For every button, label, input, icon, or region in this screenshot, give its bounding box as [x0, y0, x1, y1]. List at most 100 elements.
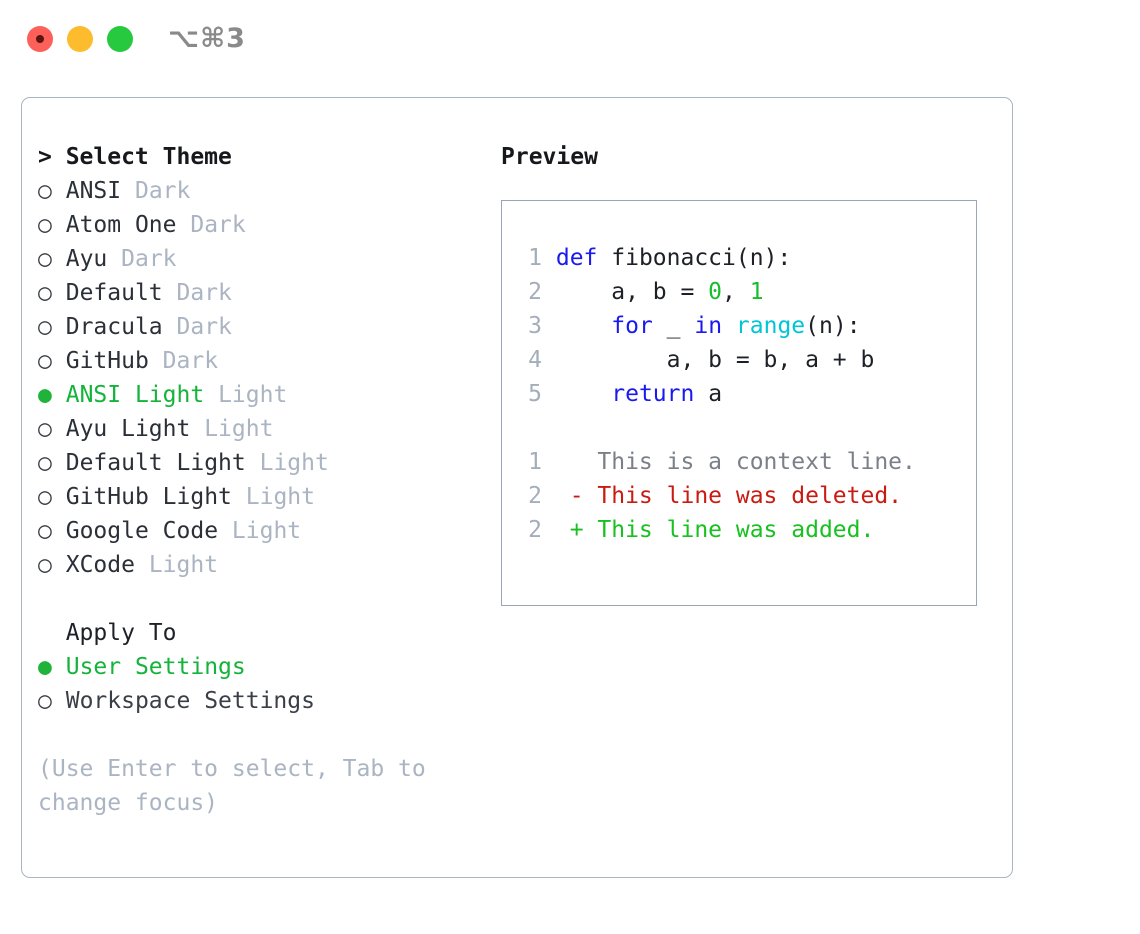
apply-to-option[interactable]: ○ Workspace Settings [38, 684, 478, 718]
apply-to-option-label: User Settings [65, 654, 246, 680]
theme-item[interactable]: ○ ANSI Dark [38, 174, 478, 208]
theme-item-badge: Light [204, 416, 274, 442]
apply-to-option[interactable]: ● User Settings [38, 650, 478, 684]
radio-unselected-icon: ○ [38, 518, 52, 544]
diff-line: 2 - This line was deleted. [502, 479, 976, 513]
line-number: 3 [528, 313, 542, 339]
apply-to-options[interactable]: ● User Settings○ Workspace Settings [38, 650, 478, 718]
code-token: in [694, 313, 723, 339]
radio-unselected-icon: ○ [38, 552, 52, 578]
radio-unselected-icon: ○ [38, 246, 52, 272]
code-token: fibonacci(n): [597, 245, 792, 271]
apply-to-option-label: Workspace Settings [65, 688, 315, 714]
maximize-button[interactable] [107, 26, 133, 52]
theme-item-badge: Dark [121, 246, 177, 272]
theme-item-badge: Light [148, 552, 219, 578]
radio-unselected-icon: ○ [38, 688, 52, 714]
line-number: 2 [528, 517, 542, 543]
theme-item-badge: Dark [176, 280, 232, 306]
theme-item[interactable]: ○ Dracula Dark [38, 310, 478, 344]
diff-line: 1 This is a context line. [502, 445, 976, 479]
preview-heading: Preview [501, 144, 598, 170]
code-token: 1 [749, 279, 764, 305]
preview-column: Preview 1 def fibonacci(n):2 a, b = 0, 1… [501, 140, 1001, 606]
minimize-button[interactable] [67, 26, 93, 52]
line-number: 2 [528, 279, 542, 305]
theme-item-name: Ayu Light [65, 416, 191, 442]
theme-list[interactable]: ○ ANSI Dark○ Atom One Dark○ Ayu Dark○ De… [38, 174, 478, 582]
theme-item-name: XCode [65, 552, 135, 578]
theme-item[interactable]: ○ XCode Light [38, 548, 478, 582]
code-token: a [694, 381, 723, 407]
preview-spacer [502, 411, 976, 445]
code-line: 5 return a [502, 377, 976, 411]
code-token [722, 313, 736, 339]
title-bar: ⌥⌘3 [0, 0, 1140, 78]
select-theme-heading: > Select Theme [38, 144, 232, 170]
radio-unselected-icon: ○ [38, 484, 52, 510]
diff-sample: 1 This is a context line.2 - This line w… [502, 445, 976, 547]
keyboard-shortcut-label: ⌥⌘3 [168, 23, 246, 54]
code-line: 4 a, b = b, a + b [502, 343, 976, 377]
code-token: (n): [805, 313, 861, 339]
radio-unselected-icon: ○ [38, 416, 52, 442]
theme-item-name: ANSI Light [65, 382, 205, 408]
code-token [542, 381, 611, 407]
theme-selector-column: > Select Theme ○ ANSI Dark○ Atom One Dar… [38, 140, 478, 820]
theme-item-name: Dracula [65, 314, 163, 340]
close-button[interactable] [27, 26, 53, 52]
code-token [542, 245, 556, 271]
code-token: def [555, 245, 598, 271]
theme-item[interactable]: ○ Default Light Light [38, 446, 478, 480]
line-number: 2 [528, 483, 542, 509]
code-line: 1 def fibonacci(n): [502, 241, 976, 275]
theme-item[interactable]: ○ Atom One Dark [38, 208, 478, 242]
theme-item[interactable]: ○ GitHub Dark [38, 344, 478, 378]
code-token: a, b = [542, 279, 709, 305]
code-token: 0 [708, 279, 723, 305]
theme-item[interactable]: ○ Default Dark [38, 276, 478, 310]
code-token: return [611, 381, 695, 407]
theme-item-badge: Light [259, 450, 329, 476]
theme-item-name: Ayu [65, 246, 108, 272]
theme-item[interactable]: ○ Ayu Light Light [38, 412, 478, 446]
code-token: for [611, 313, 653, 339]
theme-item-badge: Dark [190, 212, 246, 238]
diff-line-text: This is a context line. [542, 449, 916, 475]
diff-line-text: + This line was added. [542, 517, 875, 543]
theme-item[interactable]: ○ Ayu Dark [38, 242, 478, 276]
window-controls [27, 26, 133, 52]
theme-item-name: GitHub Light [65, 484, 232, 510]
diff-line: 2 + This line was added. [502, 513, 976, 547]
theme-item-name: ANSI [65, 178, 122, 204]
code-token: a, b = b, a + b [542, 347, 875, 373]
code-token: , [722, 279, 750, 305]
radio-unselected-icon: ○ [38, 348, 52, 374]
line-number: 4 [528, 347, 542, 373]
radio-unselected-icon: ○ [38, 212, 52, 238]
theme-item[interactable]: ○ Google Code Light [38, 514, 478, 548]
code-token: range [735, 313, 806, 339]
theme-item-name: Google Code [65, 518, 219, 544]
radio-unselected-icon: ○ [38, 178, 52, 204]
main-panel: > Select Theme ○ ANSI Dark○ Atom One Dar… [21, 97, 1013, 878]
code-token [542, 313, 611, 339]
theme-item[interactable]: ○ GitHub Light Light [38, 480, 478, 514]
line-number: 1 [528, 449, 542, 475]
radio-unselected-icon: ○ [38, 280, 52, 306]
diff-line-text: - This line was deleted. [542, 483, 903, 509]
theme-item-name: GitHub [65, 348, 149, 374]
radio-selected-icon: ● [38, 654, 52, 680]
code-token: _ [652, 313, 695, 339]
theme-item-name: Default [65, 280, 163, 306]
radio-unselected-icon: ○ [38, 450, 52, 476]
line-number: 1 [528, 245, 542, 271]
theme-item[interactable]: ● ANSI Light Light [38, 378, 478, 412]
theme-item-badge: Dark [134, 178, 191, 204]
theme-item-badge: Light [231, 518, 302, 544]
code-line: 2 a, b = 0, 1 [502, 275, 976, 309]
theme-item-badge: Light [245, 484, 315, 510]
